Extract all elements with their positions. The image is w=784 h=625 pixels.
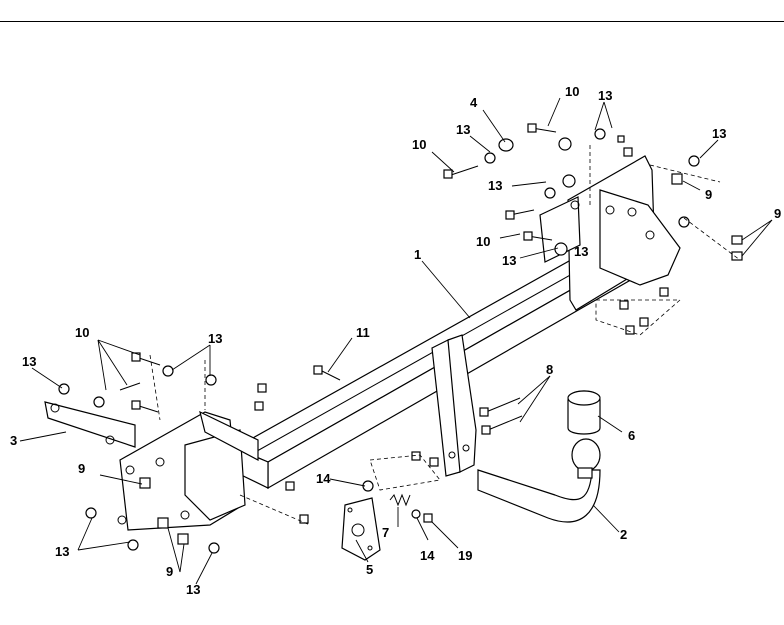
callout-9a: 9: [78, 461, 85, 476]
leader-lines: [19, 97, 773, 585]
callout-13j: 13: [574, 244, 588, 259]
callout-8: 8: [546, 362, 553, 377]
ball-cover-cap: [567, 390, 601, 435]
callout-10c: 10: [476, 234, 490, 249]
left-bracket: [44, 401, 259, 531]
callout-1: 1: [414, 247, 421, 262]
header-rule: [0, 21, 784, 22]
callout-9d: 9: [166, 564, 173, 579]
callout-4: 4: [470, 95, 478, 110]
callout-9c: 9: [774, 206, 781, 221]
socket-plate: [341, 497, 381, 561]
callout-3: 3: [10, 433, 17, 448]
callout-labels: 1 2 3 4 5 6 7 8 9 9 9 9 10 10 10 10 11 1…: [10, 84, 781, 597]
callout-13a: 13: [598, 88, 612, 103]
callout-13f: 13: [22, 354, 36, 369]
callout-11: 11: [356, 325, 370, 340]
callout-7: 7: [382, 525, 389, 540]
callout-13c: 13: [488, 178, 502, 193]
callout-10b: 10: [565, 84, 579, 99]
callout-13g: 13: [208, 331, 222, 346]
callout-13d: 13: [502, 253, 516, 268]
callout-5: 5: [366, 562, 373, 577]
assembly-guides: [149, 145, 741, 526]
callout-9b: 9: [705, 187, 712, 202]
callout-14a: 14: [316, 471, 331, 486]
callout-2: 2: [620, 527, 627, 542]
callout-13i: 13: [186, 582, 200, 597]
bolts: [119, 123, 557, 435]
callout-13b: 13: [456, 122, 470, 137]
centre-drop-plates: [431, 334, 477, 477]
callout-6: 6: [628, 428, 635, 443]
callout-10a: 10: [412, 137, 426, 152]
callout-10d: 10: [75, 325, 89, 340]
callout-13h: 13: [55, 544, 69, 559]
callout-14b: 14: [420, 548, 435, 563]
callout-13e: 13: [712, 126, 726, 141]
tow-ball-neck: [477, 438, 601, 523]
spring: [389, 493, 411, 507]
callout-19: 19: [458, 548, 472, 563]
